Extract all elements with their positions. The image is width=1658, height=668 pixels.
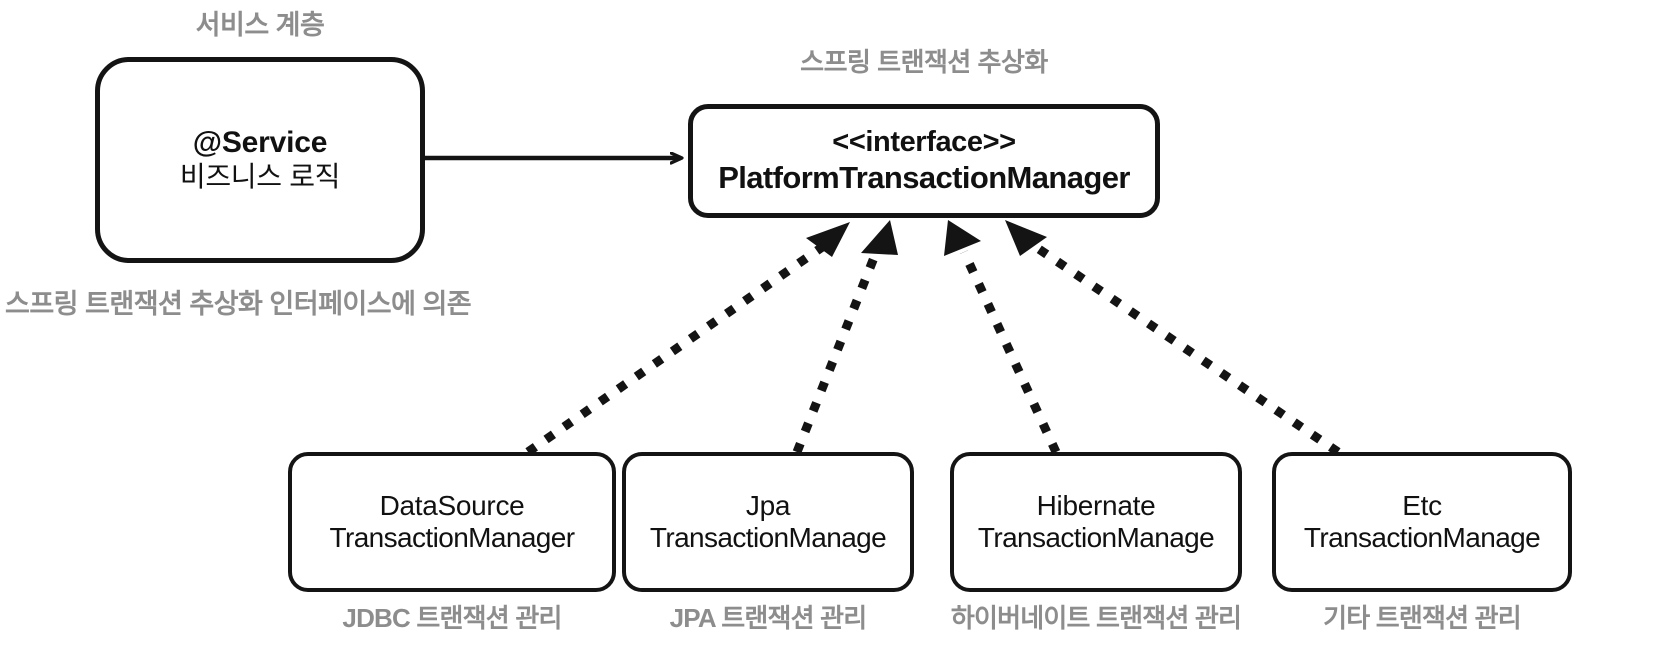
- edge-impl-3-to-interface: [1005, 220, 1341, 456]
- node-impl-title: Etc: [1402, 489, 1442, 521]
- node-impl-title: DataSource: [379, 489, 525, 521]
- caption-jpa-transaction-management: JPA 트랜잭션 관리: [669, 603, 868, 633]
- node-service-title: @Service: [192, 126, 328, 160]
- node-impl-title: Jpa: [745, 489, 791, 521]
- node-impl-subtitle: TransactionManage: [977, 522, 1215, 553]
- node-etc-transaction-manager[interactable]: Etc TransactionManage: [1272, 452, 1572, 592]
- caption-hibernate-transaction-management: 하이버네이트 트랜잭션 관리: [950, 603, 1242, 633]
- edge-impl-0-to-interface: [525, 222, 850, 456]
- node-interface-name: PlatformTransactionManager: [718, 159, 1130, 195]
- caption-jdbc-transaction-management: JDBC 트랜잭션 관리: [342, 603, 562, 633]
- edge-impl-2-to-interface: [944, 220, 1061, 454]
- node-jpa-transaction-manager[interactable]: Jpa TransactionManage: [622, 452, 914, 592]
- node-interface-stereotype: <<interface>>: [832, 126, 1016, 159]
- node-impl-subtitle: TransactionManage: [649, 522, 887, 553]
- caption-spring-transaction-abstraction: 스프링 트랜잭션 추상화: [800, 47, 1048, 77]
- node-impl-title: Hibernate: [1036, 489, 1156, 521]
- edge-impl-1-to-interface: [792, 220, 898, 454]
- node-service-subtitle: 비즈니스 로직: [179, 161, 341, 193]
- node-service[interactable]: @Service 비즈니스 로직: [95, 57, 425, 263]
- caption-etc-transaction-management: 기타 트랜잭션 관리: [1323, 603, 1522, 633]
- caption-service-layer: 서비스 계층: [195, 10, 325, 40]
- node-impl-subtitle: TransactionManager: [329, 522, 576, 553]
- node-impl-subtitle: TransactionManage: [1303, 522, 1541, 553]
- node-datasource-transaction-manager[interactable]: DataSource TransactionManager: [288, 452, 616, 592]
- node-platform-transaction-manager[interactable]: <<interface>> PlatformTransactionManager: [688, 104, 1160, 218]
- caption-depends-on-abstraction-interface: 스프링 트랜잭션 추상화 인터페이스에 의존: [5, 289, 472, 319]
- node-hibernate-transaction-manager[interactable]: Hibernate TransactionManage: [950, 452, 1242, 592]
